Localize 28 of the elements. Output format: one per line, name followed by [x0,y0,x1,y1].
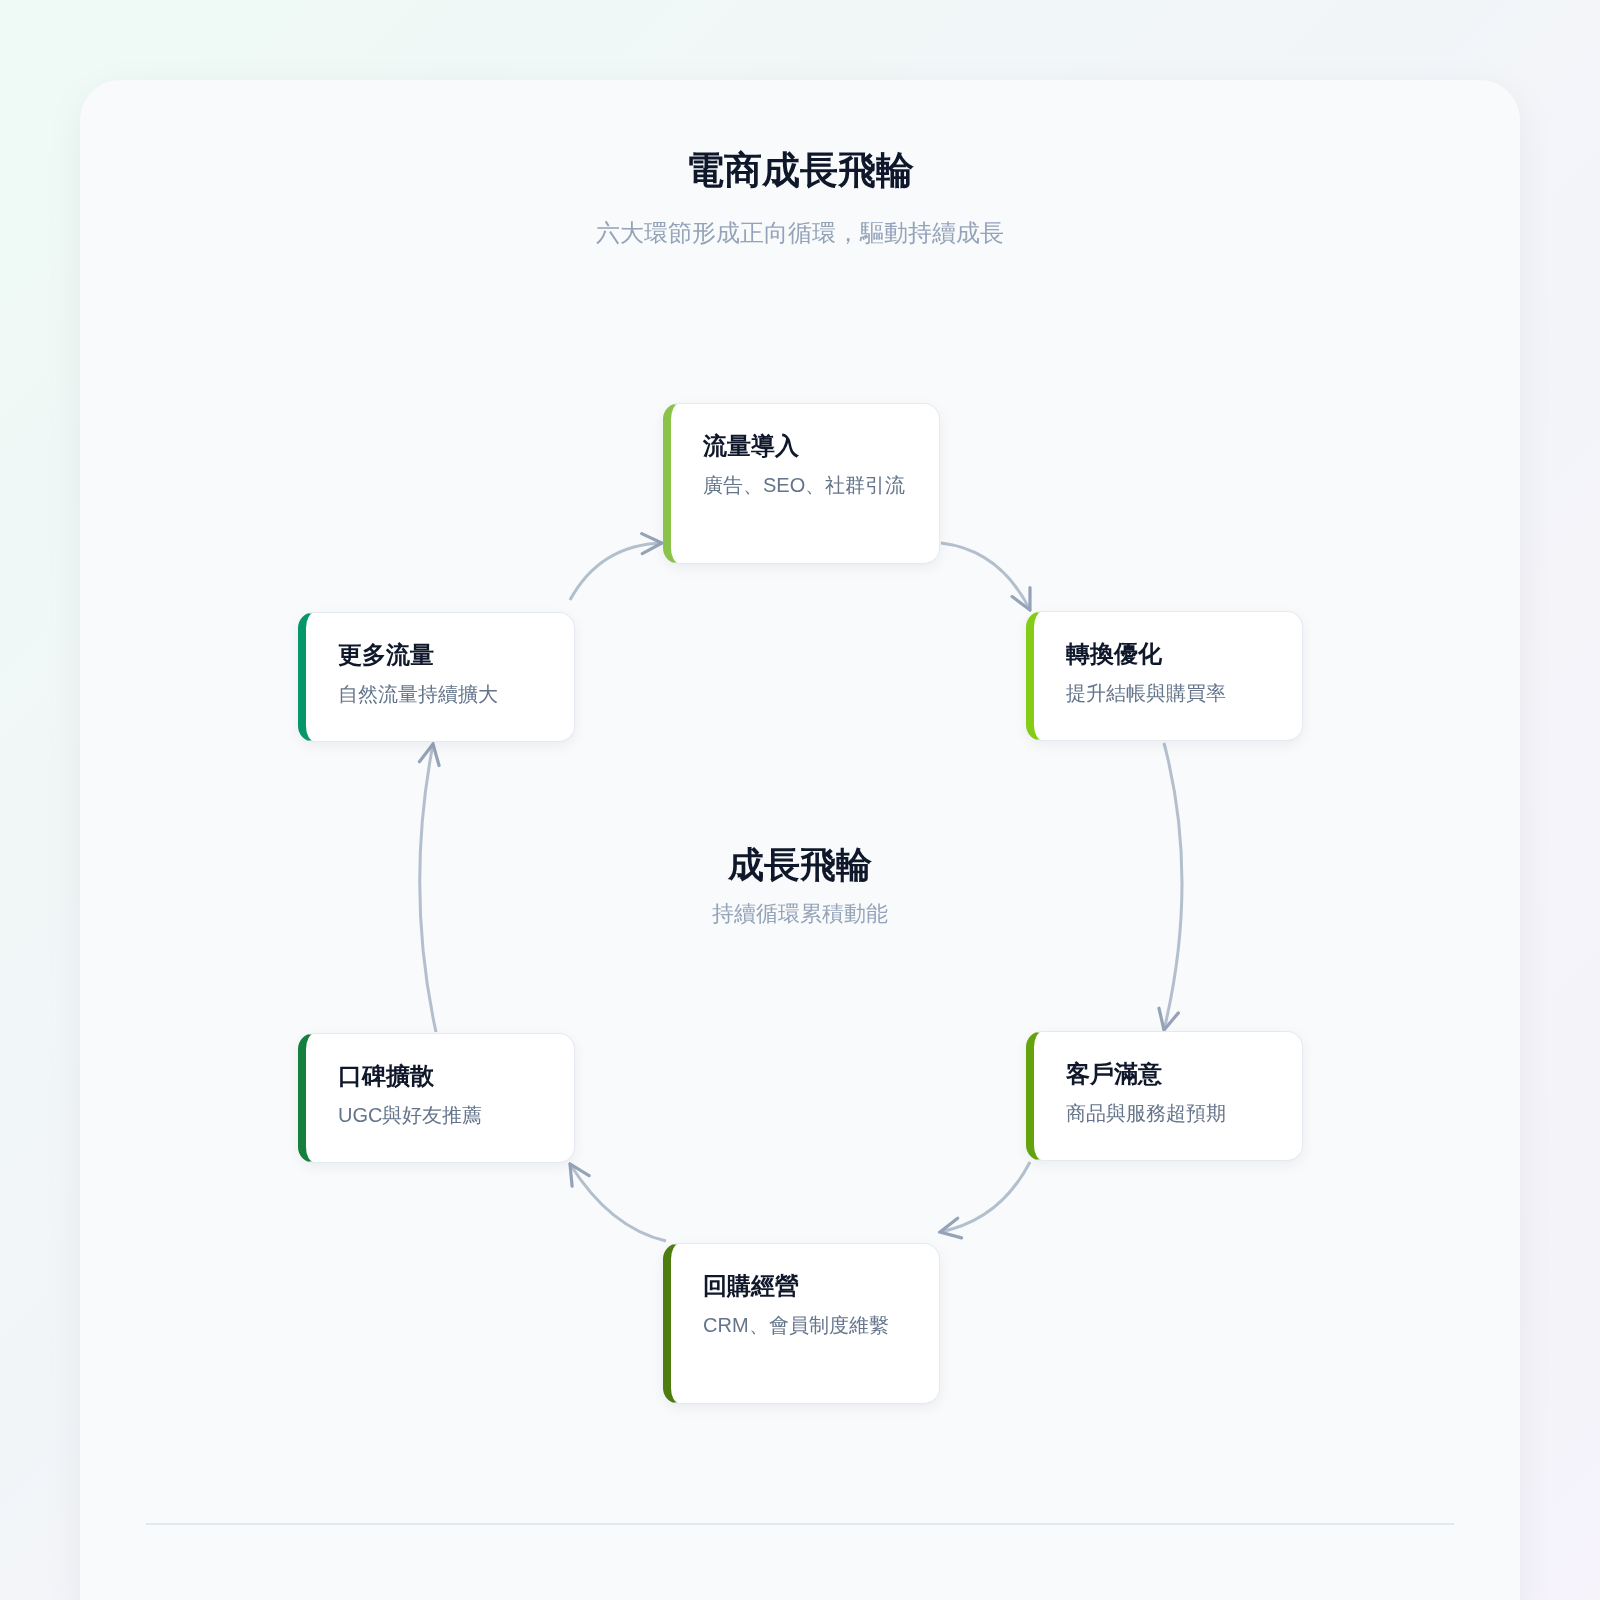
card-description: 廣告、SEO、社群引流 [703,473,907,498]
title: 電商成長飛輪 [685,148,915,193]
process-card [298,1033,575,1163]
process-card [1026,611,1303,741]
arrow [418,742,441,1033]
card-description: UGC與好友推薦 [338,1103,484,1128]
card-description: 商品與服務超預期 [1066,1101,1227,1126]
arrow [568,532,664,601]
arrow [1156,742,1184,1032]
card-description: 自然流量持續擴大 [338,682,499,707]
center-subtitle: 持續循環累積動能 [712,901,888,926]
card-heading: 回購經營 [703,1271,799,1301]
process-card [663,1243,940,1404]
arrow [940,541,1032,612]
arrow [938,1161,1032,1239]
card-heading: 轉換優化 [1066,639,1162,669]
arrow [568,1162,667,1243]
card-heading: 更多流量 [338,640,434,670]
card-description: 提升結帳與購買率 [1066,681,1227,706]
card-heading: 流量導入 [703,431,799,461]
center-title: 成長飛輪 [728,844,872,885]
card-heading: 口碑擴散 [338,1061,434,1091]
process-card [663,403,940,564]
subtitle: 六大環節形成正向循環，驅動持續成長 [596,219,1004,246]
process-card [1026,1031,1303,1161]
process-card [298,612,575,742]
card-description: CRM、會員制度維繫 [703,1313,890,1338]
card-heading: 客戶滿意 [1066,1059,1162,1089]
